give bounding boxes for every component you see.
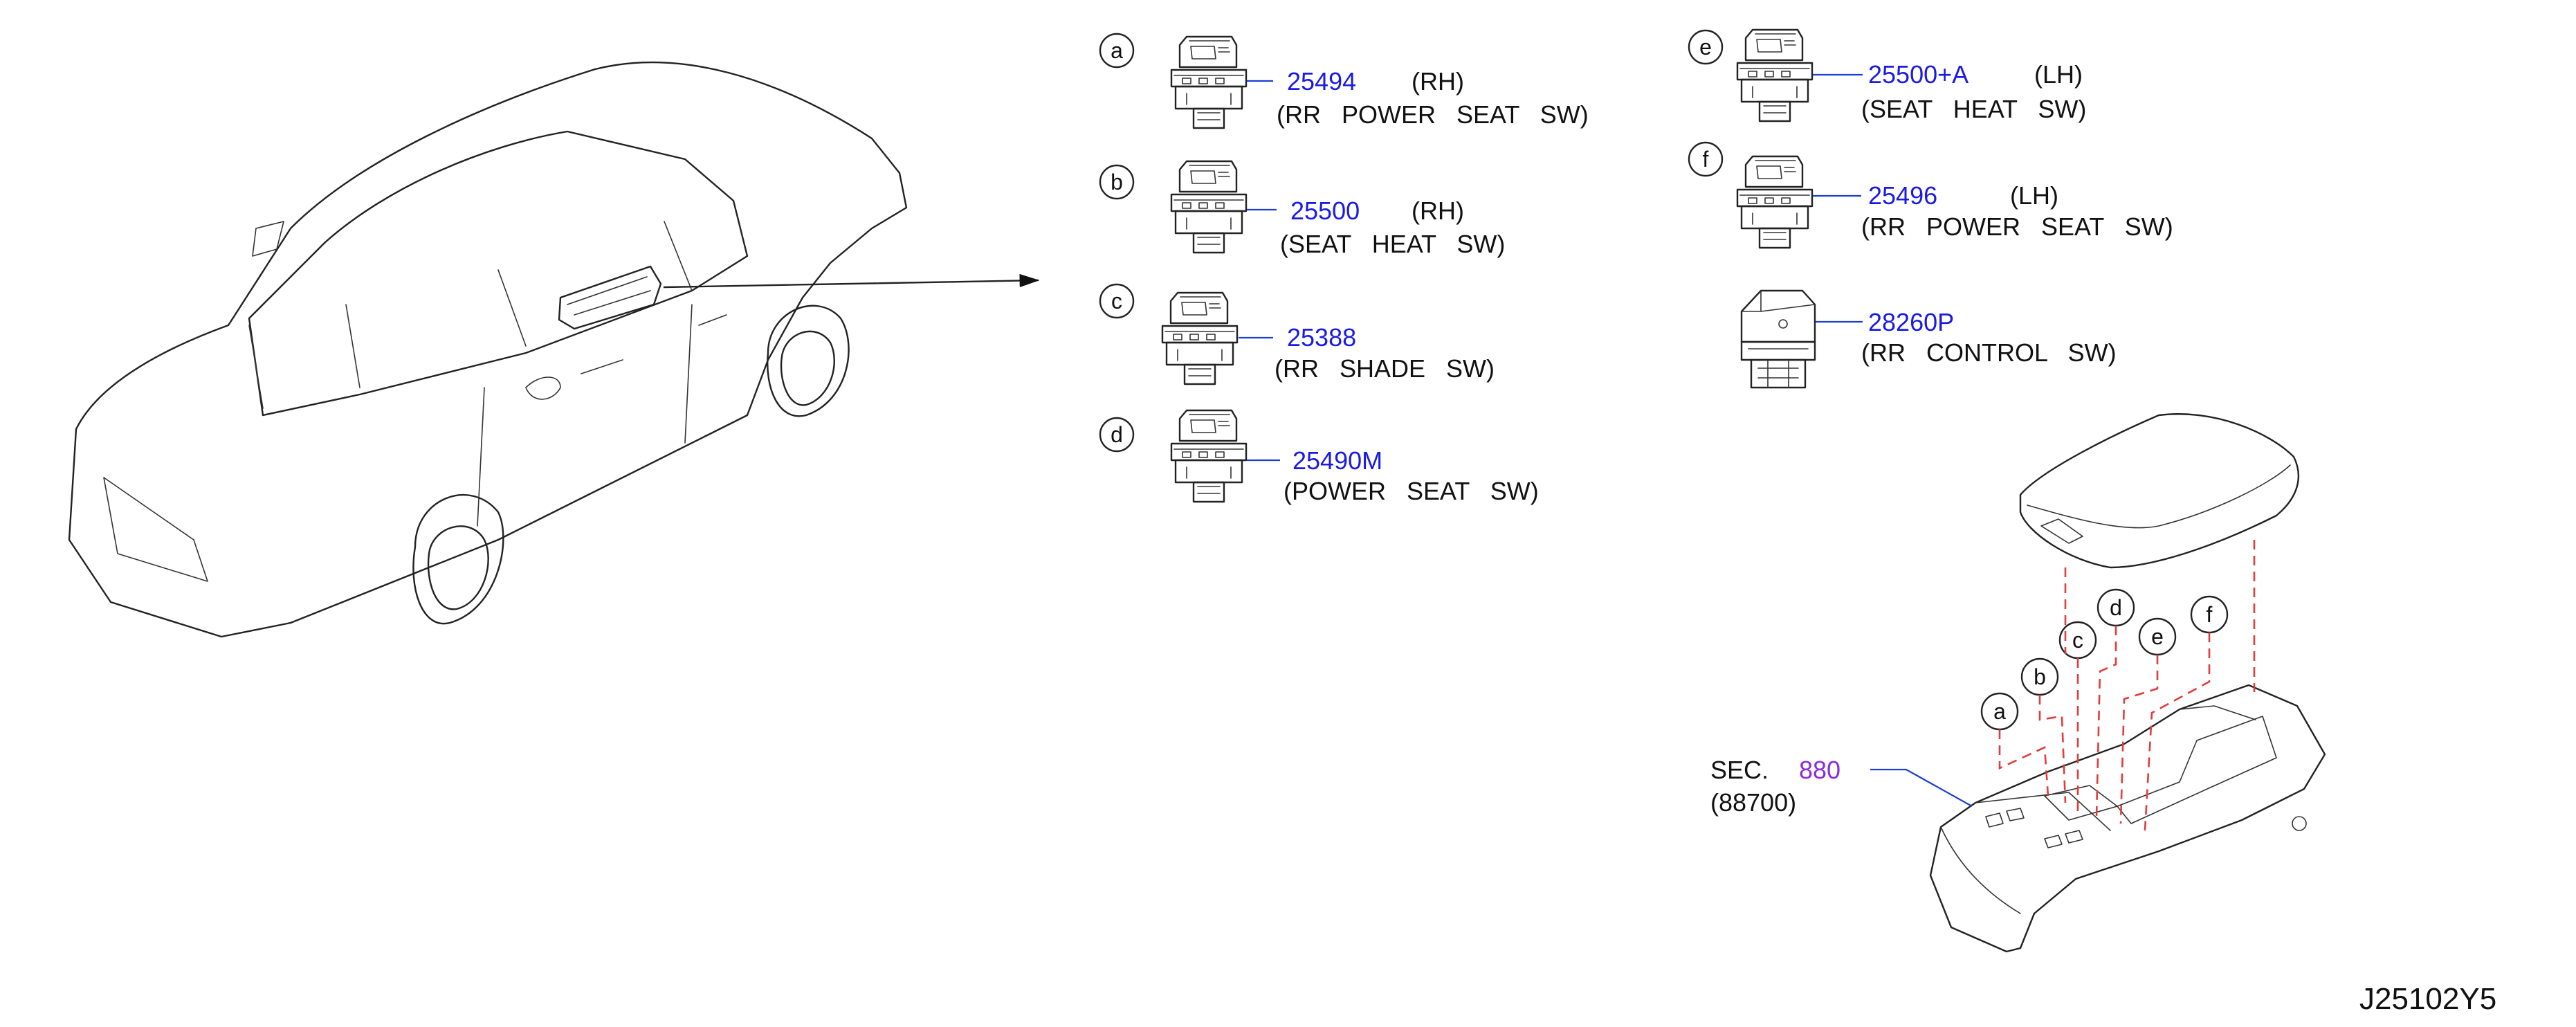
part-number-e: 25500+A	[1868, 60, 1968, 89]
part-number-control: 28260P	[1868, 308, 1954, 336]
vehicle-illustration	[68, 62, 1040, 638]
part-number-b: 25500	[1290, 197, 1360, 225]
item-e: e 25500+A (LH) (SEAT HEAT SW)	[1688, 28, 2086, 123]
callout-f-letter: f	[1703, 147, 1709, 172]
side-f: (LH)	[2010, 181, 2058, 210]
switch-b-icon	[1170, 160, 1248, 254]
switch-c-icon	[1161, 291, 1239, 385]
location-arrow	[663, 273, 1040, 289]
section-number: 880	[1799, 756, 1840, 784]
item-control: 28260P (RR CONTROL SW)	[1740, 289, 2117, 389]
console-callout-c: c	[2072, 628, 2083, 653]
callout-a-circle	[1099, 33, 1135, 69]
figure-code: J25102Y5	[2359, 982, 2496, 1016]
console-callout-f: f	[2207, 602, 2213, 627]
callout-c-letter: c	[1111, 289, 1122, 313]
callout-a-letter: a	[1111, 38, 1123, 63]
console-callout-d: d	[2110, 595, 2122, 620]
console-callouts: a b c d e f	[1980, 540, 2256, 831]
switch-f-icon	[1736, 155, 1814, 249]
part-number-f: 25496	[1868, 181, 1937, 210]
callout-e-letter: e	[1699, 35, 1712, 60]
item-f: f 25496 (LH) (RR POWER SEAT SW)	[1688, 141, 2173, 249]
description-control: (RR CONTROL SW)	[1861, 338, 2117, 367]
console-callout-b: b	[2034, 664, 2046, 689]
description-e: (SEAT HEAT SW)	[1861, 95, 2086, 123]
switch-d-icon	[1170, 409, 1248, 503]
description-a: (RR POWER SEAT SW)	[1277, 100, 1589, 129]
console-assembly	[1929, 684, 2326, 953]
section-reference: SEC. 880 (88700)	[1710, 756, 1973, 817]
part-number-a: 25494	[1287, 67, 1356, 96]
description-b: (SEAT HEAT SW)	[1280, 230, 1505, 258]
side-e: (LH)	[2034, 60, 2083, 89]
item-a: a 25494 (RH) (RR POWER SEAT SW)	[1099, 33, 1589, 129]
description-f: (RR POWER SEAT SW)	[1861, 212, 2173, 241]
control-switch-icon	[1740, 289, 1816, 389]
switch-a-icon	[1170, 35, 1248, 129]
item-d: d 25490M (POWER SEAT SW)	[1099, 409, 1539, 505]
console-callout-e: e	[2151, 624, 2164, 649]
console-callout-a: a	[1993, 699, 2006, 724]
side-a: (RH)	[1412, 67, 1464, 96]
item-b: b 25500 (RH) (SEAT HEAT SW)	[1099, 160, 1505, 258]
callout-b-letter: b	[1111, 170, 1123, 194]
item-c: c 25388 (RR SHADE SW)	[1099, 283, 1495, 385]
section-prefix: SEC.	[1710, 756, 1769, 784]
switch-e-icon	[1736, 28, 1814, 122]
part-number-c: 25388	[1287, 323, 1356, 352]
part-number-d: 25490M	[1292, 446, 1382, 475]
section-sub: (88700)	[1710, 788, 1796, 817]
description-c: (RR SHADE SW)	[1275, 354, 1495, 383]
armrest-lid	[2019, 413, 2299, 569]
side-b: (RH)	[1412, 197, 1464, 225]
callout-d-letter: d	[1111, 422, 1123, 447]
description-d: (POWER SEAT SW)	[1284, 477, 1539, 505]
